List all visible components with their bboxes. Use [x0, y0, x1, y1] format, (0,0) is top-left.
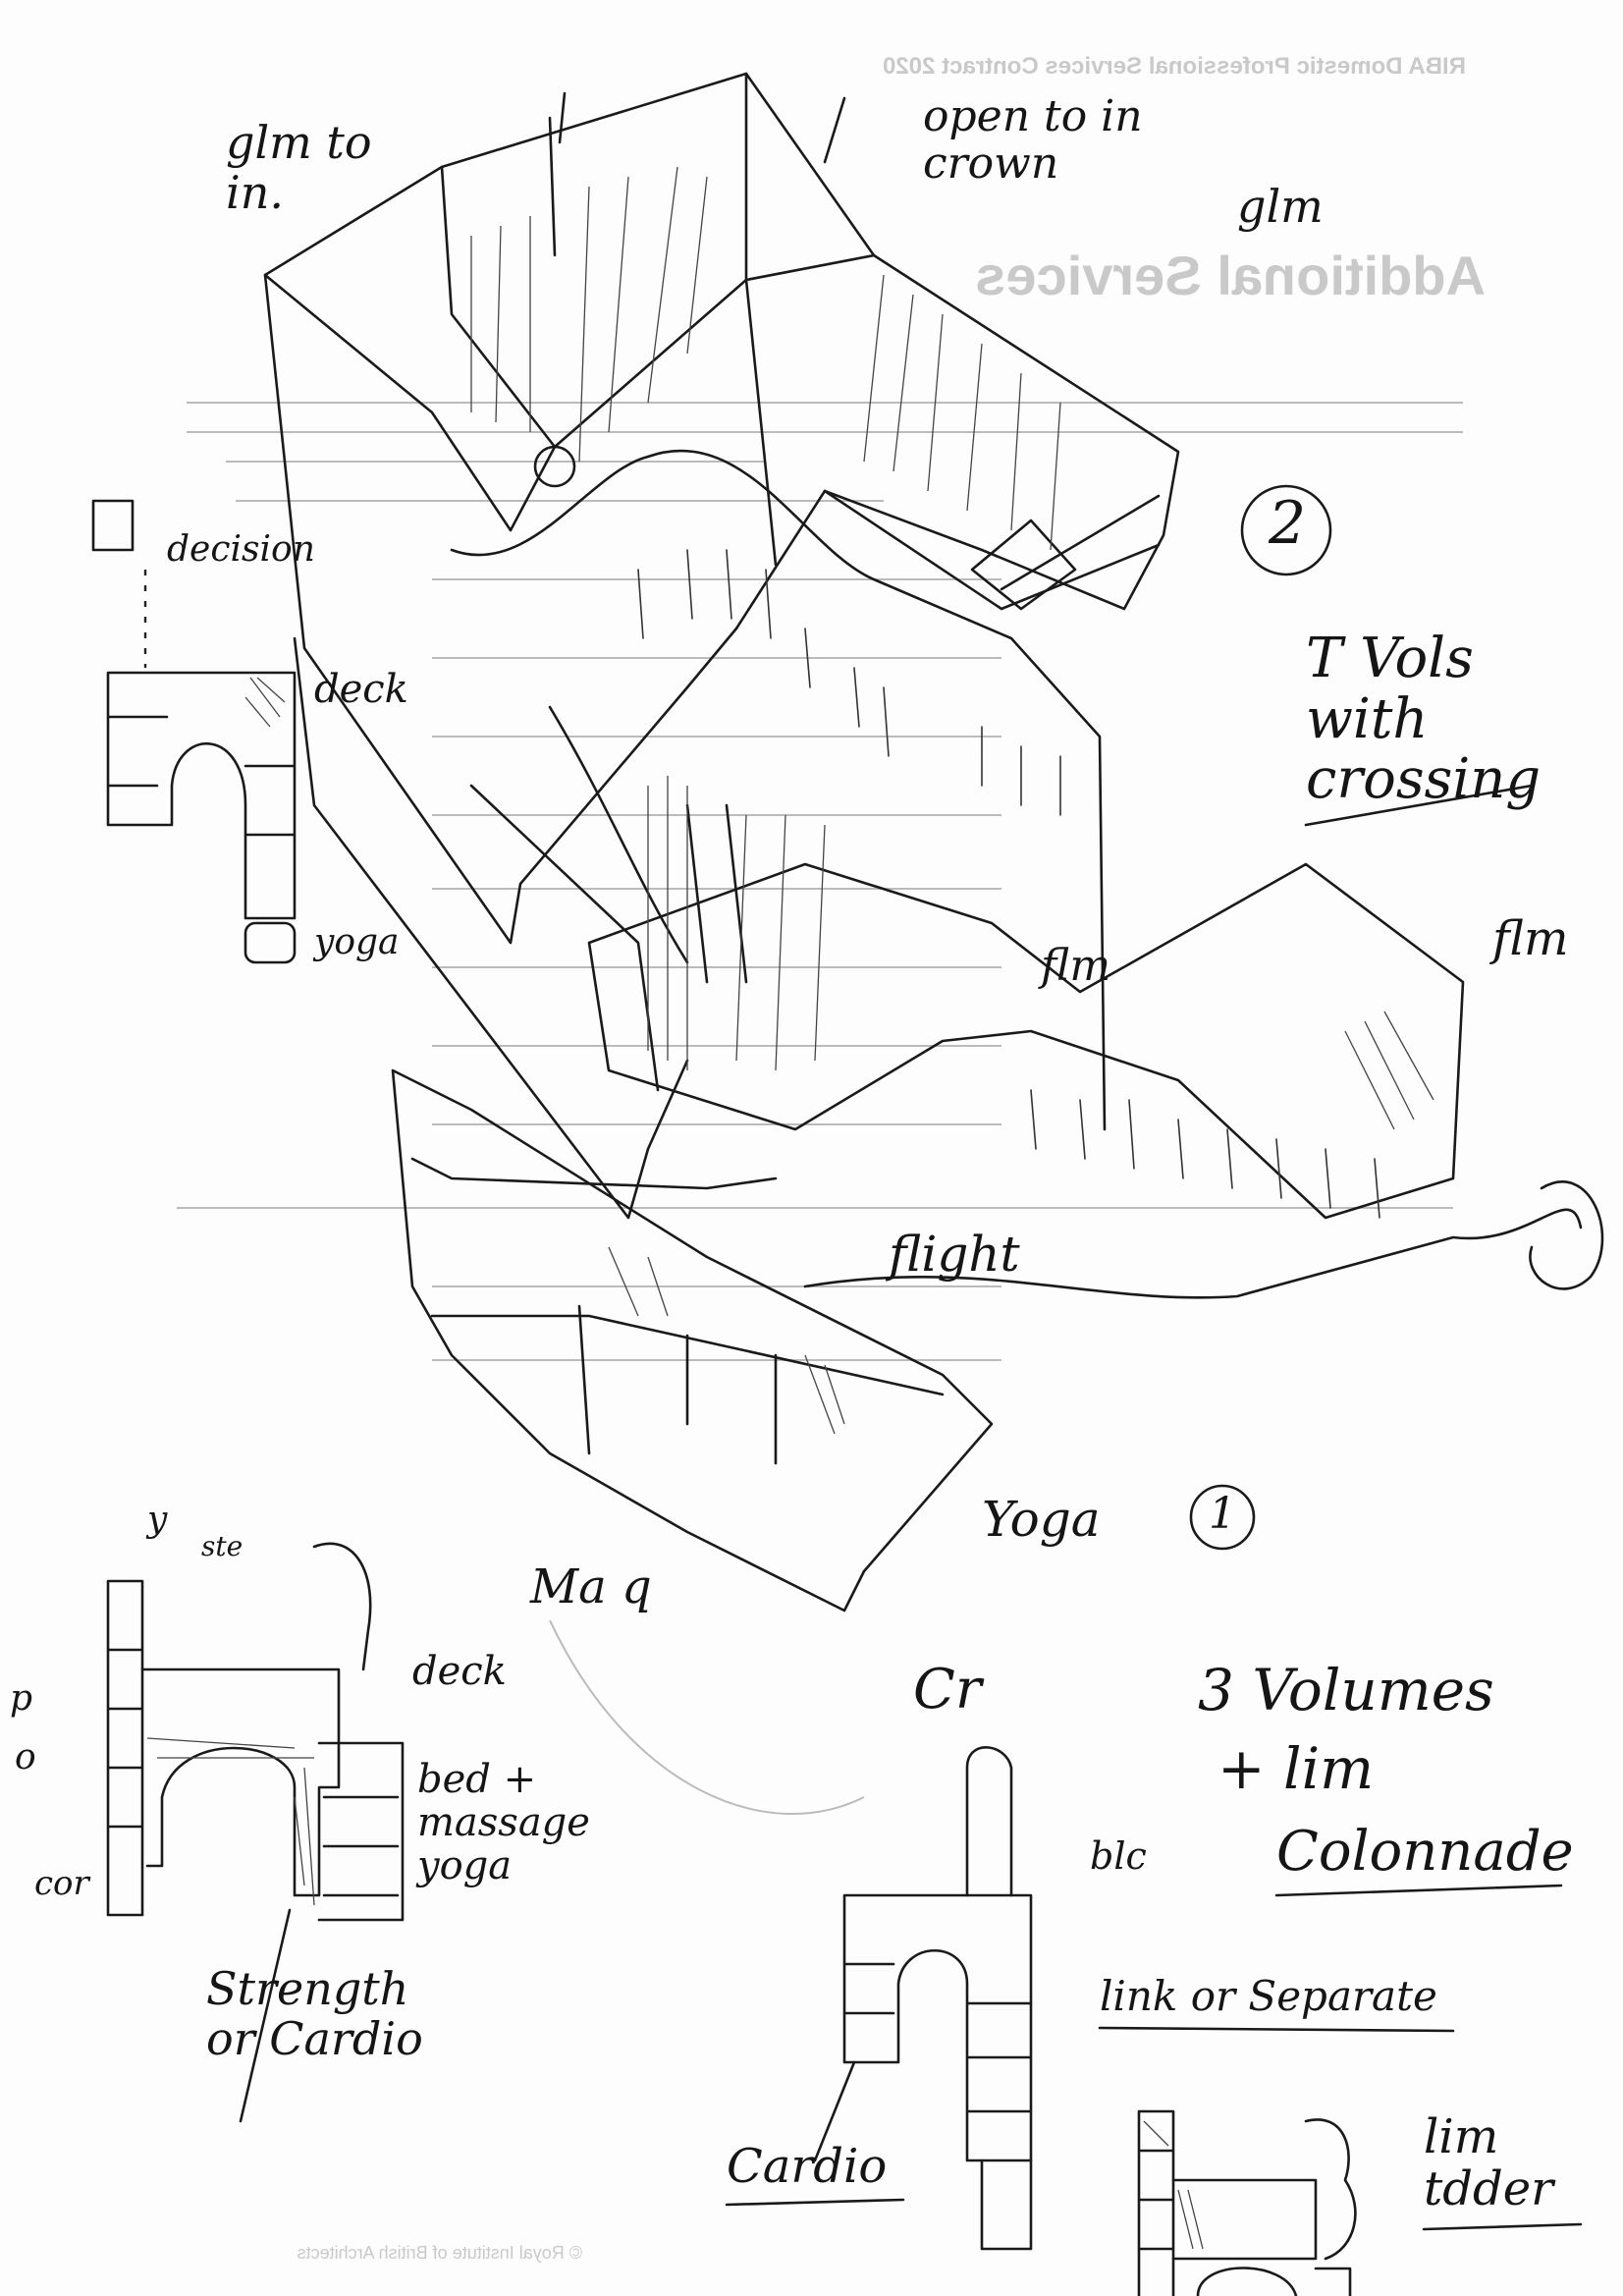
option-1-number: 1 [1209, 1489, 1236, 1539]
label-p: p [10, 1678, 33, 1719]
bleed-header: RIBA Domestic Professional Services Cont… [883, 53, 1466, 80]
note-lim-tdder: lim tdder [1424, 2109, 1554, 2216]
note-yoga-2: Yoga [982, 1491, 1101, 1548]
label-y: y [147, 1500, 168, 1540]
note-flm-2: flm [1492, 911, 1569, 966]
note-strength-or-cardio: Strength or Cardio [206, 1962, 423, 2065]
note-ma-q: Ma q [530, 1559, 652, 1614]
note-glm: glm [1237, 180, 1324, 233]
note-flight: flight [889, 1226, 1020, 1283]
note-cardio: Cardio [727, 2139, 888, 2194]
isometric-sketch-option-2 [263, 72, 1332, 1220]
note-deck-2: deck [412, 1649, 507, 1694]
note-bed-massage-yoga: bed + massage yoga [417, 1757, 590, 1888]
note-flm-1: flm [1041, 941, 1111, 991]
note-blc: blc [1090, 1834, 1147, 1878]
plan-sketch-bottom-right [1137, 2109, 1357, 2296]
note-plus-lim: + lim [1217, 1735, 1375, 1802]
plan-sketch-bottom-middle [813, 1746, 1033, 2251]
isometric-sketch-option-1 [391, 776, 1604, 1816]
label-cor: cor [34, 1864, 89, 1903]
bleed-through-lines [177, 402, 1463, 1361]
plan-sketch-bottom-left [106, 1542, 405, 2123]
underlines [725, 784, 1583, 2231]
note-deck-1: deck [314, 667, 408, 712]
note-open-to-crown: open to in crown [923, 91, 1143, 190]
option-2-number: 2 [1269, 489, 1307, 558]
label-ste: ste [201, 1530, 243, 1562]
note-3-volumes: 3 Volumes [1198, 1657, 1494, 1723]
note-glm-to-in: glm to in. [226, 116, 372, 219]
note-yoga-1: yoga [314, 922, 400, 962]
note-decision: decision [167, 529, 315, 570]
label-o: o [15, 1737, 36, 1777]
bleed-footer: © Royal Institute of British Architects [298, 2243, 582, 2263]
bleed-through-text: RIBA Domestic Professional Services Cont… [298, 53, 1486, 2263]
note-link-or-separate: link or Separate [1100, 1972, 1437, 2020]
note-colonnade: Colonnade [1276, 1820, 1574, 1884]
plan-sketch-top-left [91, 499, 297, 964]
note-cr: Cr [913, 1658, 982, 1722]
bleed-title: Additional Services [975, 245, 1486, 306]
note-t-vols-with-crossing: T Vols with crossing [1306, 627, 1542, 812]
